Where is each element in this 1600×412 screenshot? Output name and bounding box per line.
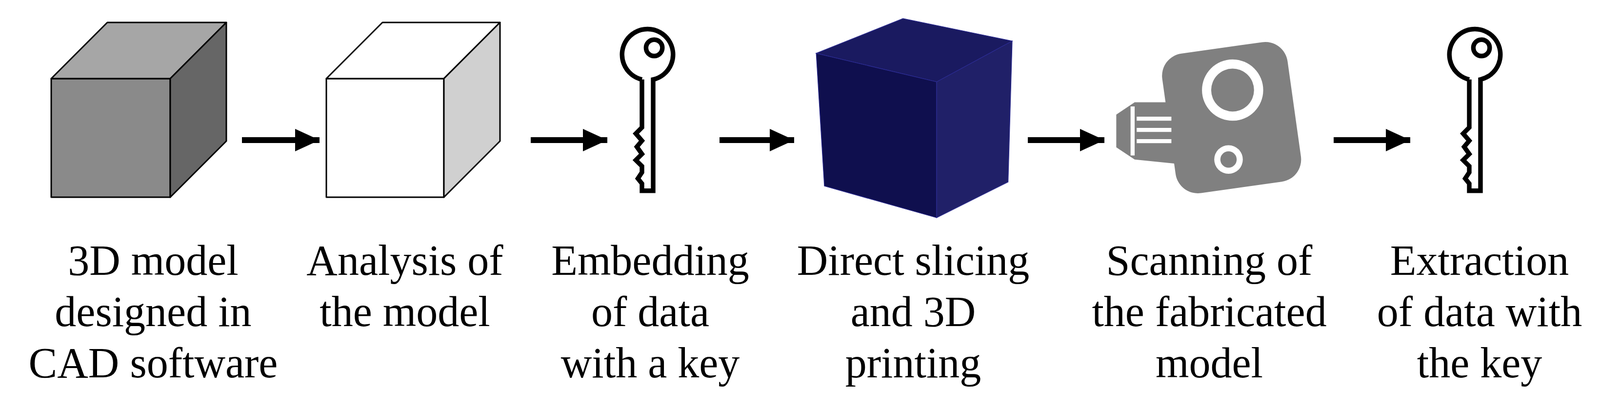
key-symbol — [621, 29, 674, 191]
cube-side-face — [443, 22, 500, 198]
camera-symbol — [1116, 39, 1304, 197]
key-symbol — [1449, 29, 1501, 191]
step-caption: Direct slicing and 3D printing — [791, 234, 1036, 389]
step-caption: Extraction of data with the key — [1367, 234, 1592, 389]
lens-groove — [1136, 139, 1172, 143]
flow-arrow — [1333, 137, 1411, 143]
cube-side-face — [936, 40, 1013, 218]
camera-dot-inner — [1220, 151, 1237, 168]
flow-arrow — [1027, 137, 1105, 143]
camera-lens — [1116, 102, 1176, 164]
step-caption: Scanning of the fabricated model — [1087, 234, 1332, 389]
camera-dot — [1214, 144, 1243, 174]
key-outline — [1449, 29, 1501, 191]
cube-side-face — [170, 22, 227, 198]
step-caption-box: Direct slicing and 3D printing — [791, 234, 1036, 389]
step-icon — [619, 25, 676, 194]
step-caption-box: Extraction of data with the key — [1367, 234, 1592, 389]
step-icon — [814, 18, 1013, 218]
lens-groove — [1136, 116, 1172, 121]
step-caption-box: Analysis of the model — [297, 234, 513, 338]
key-hole — [645, 39, 662, 56]
cube-front-face — [51, 78, 171, 198]
step-icon — [1446, 25, 1503, 194]
key-outline — [621, 29, 674, 191]
camera-ring — [1201, 59, 1264, 121]
process-step: Scanning of the fabricated model — [1112, 40, 1301, 195]
step-caption: Analysis of the model — [297, 234, 513, 338]
process-step: 3D model designed in CAD software — [51, 22, 227, 198]
process-step: Direct slicing and 3D printing — [814, 18, 1013, 218]
step-icon — [1112, 40, 1301, 195]
process-step: Extraction of data with the key — [1446, 25, 1503, 194]
step-caption-box: Scanning of the fabricated model — [1087, 234, 1332, 389]
process-step: Analysis of the model — [326, 22, 500, 198]
cube-front-face — [816, 53, 937, 218]
step-icon — [51, 22, 227, 198]
cube-front-face — [326, 78, 444, 198]
flow-arrow — [719, 137, 795, 143]
step-caption-box: 3D model designed in CAD software — [26, 234, 280, 389]
lens-groove — [1136, 127, 1172, 132]
camera-ring-inner — [1211, 68, 1255, 112]
key-hole — [1473, 39, 1490, 56]
flow-arrow — [241, 137, 320, 143]
step-caption: 3D model designed in CAD software — [26, 234, 280, 389]
lens-groove — [1130, 106, 1135, 156]
camera-body — [1159, 39, 1304, 197]
process-step: Embedding of data with a key — [619, 25, 676, 194]
step-caption-box: Embedding of data with a key — [549, 234, 751, 389]
step-caption: Embedding of data with a key — [549, 234, 751, 389]
step-icon — [326, 22, 500, 198]
flow-arrow — [530, 137, 608, 143]
